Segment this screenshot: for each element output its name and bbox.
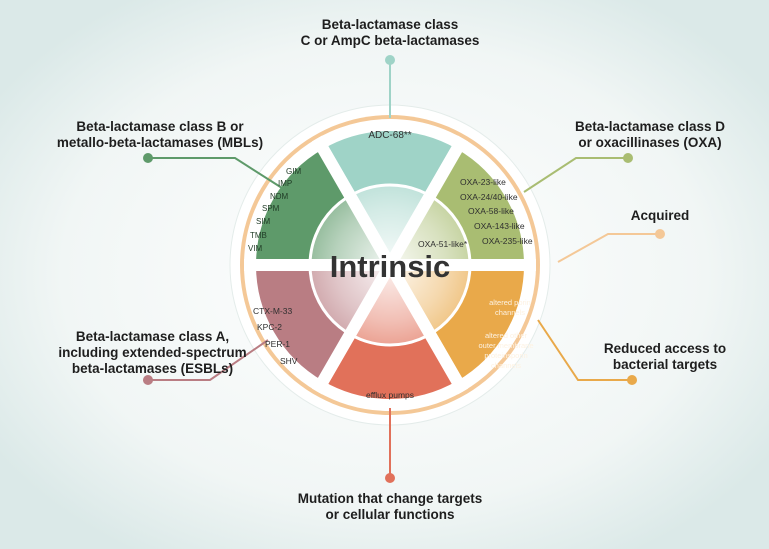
callout-acquired-line-1: Acquired xyxy=(630,208,690,223)
class-d-item: OXA-23-like xyxy=(460,177,506,187)
reduced-access-item: proteinsporin xyxy=(484,351,527,360)
leader-mutation-dot xyxy=(385,473,395,483)
mutation-item: efflux pumps xyxy=(366,390,414,400)
reduced-access-item: altered porin xyxy=(489,298,531,307)
leader-class-c-dot xyxy=(385,55,395,65)
class-b-item: VIM xyxy=(248,244,263,253)
leader-class-a-dot xyxy=(143,375,153,385)
callout-class-a-line-3: beta-lactamases (ESBLs) xyxy=(71,361,234,376)
center-label: Intrinsic xyxy=(330,249,451,284)
leader-reduced-access-dot xyxy=(627,375,637,385)
callout-class-b-line-1: Beta-lactamase class B or xyxy=(76,119,244,134)
callout-reduced-access-line-2: bacterial targets xyxy=(612,357,718,372)
center-disc xyxy=(308,183,472,347)
callout-reduced-access: Reduced access to bacterial targets xyxy=(565,341,765,373)
class-a-item: KPC-2 xyxy=(257,322,282,332)
callout-class-a-line-2: including extended-spectrum xyxy=(58,345,247,360)
class-d-item: OXA-143-like xyxy=(474,221,525,231)
class-b-item: TMB xyxy=(250,231,267,240)
leader-class-a-line xyxy=(148,339,269,381)
class-a-item: PER-1 xyxy=(265,339,290,349)
class-d-item: OXA-235-like xyxy=(482,236,533,246)
reduced-access-item: channels xyxy=(495,308,525,317)
reduced-access-item: channels xyxy=(491,361,521,370)
class-d-item: OXA-24/40-like xyxy=(460,192,518,202)
class-d-item: OXA-58-like xyxy=(468,206,514,216)
callout-mutation-line-1: Mutation that change targets xyxy=(297,491,483,506)
class-b-item: SPM xyxy=(262,204,280,213)
callout-class-d-line-2: or oxacillinases (OXA) xyxy=(578,135,722,150)
class-b-item: SIM xyxy=(256,217,271,226)
callout-class-a: Beta-lactamase class A, including extend… xyxy=(30,329,275,377)
callout-class-b: Beta-lactamase class B or metallo-beta-l… xyxy=(40,119,280,151)
class-a-item: SHV xyxy=(280,356,298,366)
class-d-intrinsic-item: OXA-51-like* xyxy=(418,239,468,249)
class-c-item: ADC-68** xyxy=(368,130,411,141)
callout-reduced-access-line-1: Reduced access to xyxy=(603,341,727,356)
callout-class-d: Beta-lactamase class D or oxacillinases … xyxy=(550,119,750,151)
leader-class-b-line xyxy=(148,157,283,189)
callout-class-c-line-2: C or AmpC beta-lactamases xyxy=(300,33,480,48)
callout-mutation-line-2: or cellular functions xyxy=(325,507,455,522)
reduced-access-item: altered other xyxy=(485,331,528,340)
class-b-item: GIM xyxy=(286,167,301,176)
callout-acquired: Acquired xyxy=(605,208,715,224)
callout-class-a-line-1: Beta-lactamase class A, xyxy=(75,329,230,344)
class-b-item: NDM xyxy=(270,192,289,201)
callout-class-d-line-1: Beta-lactamase class D xyxy=(574,119,726,134)
callout-class-c-line-1: Beta-lactamase class xyxy=(321,17,459,32)
callout-mutation: Mutation that change targets or cellular… xyxy=(270,491,510,523)
class-a-item: CTX-M-33 xyxy=(253,306,292,316)
callout-class-c: Beta-lactamase class C or AmpC beta-lact… xyxy=(285,17,495,49)
leader-acquired-dot xyxy=(655,229,665,239)
class-b-item: IMP xyxy=(278,179,292,188)
leader-class-d-dot xyxy=(623,153,633,163)
leader-class-d-line xyxy=(523,157,628,193)
callout-class-b-line-2: metallo-beta-lactamases (MBLs) xyxy=(56,135,264,150)
leader-acquired-line xyxy=(557,233,660,263)
leader-class-b-dot xyxy=(143,153,153,163)
leader-reduced-access-line xyxy=(537,319,632,381)
reduced-access-item: outer membrane xyxy=(478,341,533,350)
